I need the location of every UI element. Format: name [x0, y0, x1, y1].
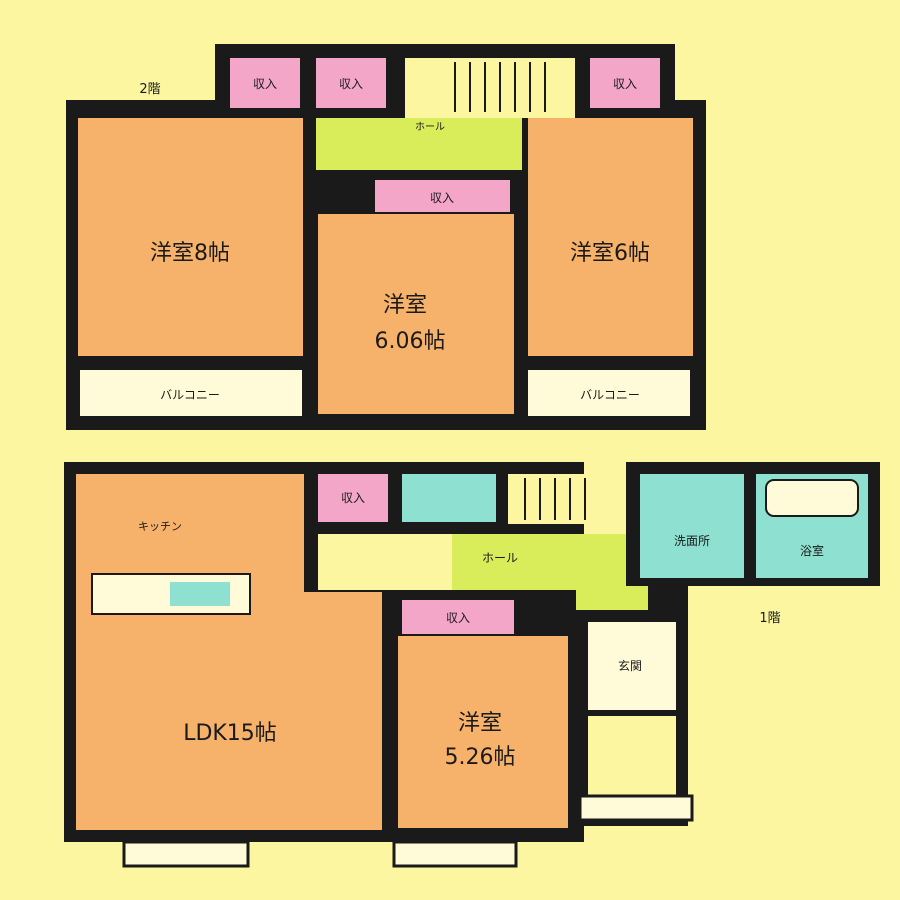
- room-2f-center-name: 洋室: [383, 293, 427, 318]
- hall-1f-lower: [576, 586, 648, 610]
- closet-2f-2-label: 収入: [339, 77, 363, 91]
- entry-step: [578, 794, 694, 822]
- closet-1f-1: [318, 474, 388, 522]
- room-2f-center-size: 6.06帖: [375, 329, 446, 354]
- floor2-label: 2階: [139, 82, 160, 97]
- floor-1: キッチン LDK15帖 収入 ホール 洗面所 浴室 収: [64, 462, 880, 868]
- floor-2: 収入 収入 収入 ホール 洋室8帖 収入 洋室 6.06帖 洋室6帖: [66, 44, 706, 430]
- closet-1f-2: [402, 600, 514, 634]
- floor1-label: 1階: [759, 611, 780, 626]
- room-2f-west-label: 洋室8帖: [150, 241, 230, 266]
- stairs-1f-steps: [524, 478, 586, 520]
- room-2f-center: [318, 214, 514, 414]
- hall-1f: [452, 534, 626, 590]
- stairs-2f-steps: [454, 62, 546, 112]
- entrance: [588, 622, 676, 710]
- kitchen-sink: [170, 582, 230, 606]
- closet-1f-1-label: 収入: [341, 491, 365, 505]
- closet-2f-3: [590, 58, 660, 108]
- room-1f-western-name: 洋室: [458, 711, 502, 736]
- balcony-2f-west: [80, 370, 302, 416]
- entrance-label: 玄関: [618, 658, 642, 673]
- room-2f-east: [528, 118, 693, 356]
- closet-2f-4-label: 収入: [430, 191, 454, 205]
- hall-1f-label: ホール: [482, 551, 518, 565]
- room-2f-west: [78, 118, 303, 356]
- kitchen-label: キッチン: [138, 520, 182, 533]
- hall-1f-left: [318, 534, 452, 590]
- window-western: [392, 840, 518, 868]
- room-2f-east-label: 洋室6帖: [570, 241, 650, 266]
- ldk-room: [76, 624, 382, 830]
- toilet: [402, 474, 496, 522]
- washroom-label: 洗面所: [674, 534, 710, 548]
- balcony-2f-east-label: バルコニー: [580, 388, 640, 402]
- window-ldk: [122, 840, 250, 868]
- closet-2f-3-label: 収入: [613, 77, 637, 91]
- bathtub: [765, 479, 859, 517]
- stairs-1f: [508, 474, 626, 524]
- room-1f-western-size: 5.26帖: [445, 745, 516, 770]
- hall-2f-label: ホール: [415, 121, 445, 133]
- closet-1f-2-label: 収入: [446, 611, 470, 625]
- washroom: [640, 474, 744, 578]
- closet-2f-1: [230, 58, 300, 108]
- bath-label: 浴室: [800, 543, 824, 558]
- ldk-label: LDK15帖: [183, 721, 277, 746]
- closet-2f-2: [316, 58, 386, 108]
- hall-2f: [316, 118, 522, 170]
- stairs-2f: [405, 58, 575, 118]
- ldk-room-upper: [304, 592, 382, 632]
- closet-2f-4: [375, 180, 510, 212]
- room-1f-western: [398, 636, 568, 828]
- balcony-2f-east: [528, 370, 690, 416]
- closet-2f-1-label: 収入: [253, 77, 277, 91]
- balcony-2f-west-label: バルコニー: [160, 388, 220, 402]
